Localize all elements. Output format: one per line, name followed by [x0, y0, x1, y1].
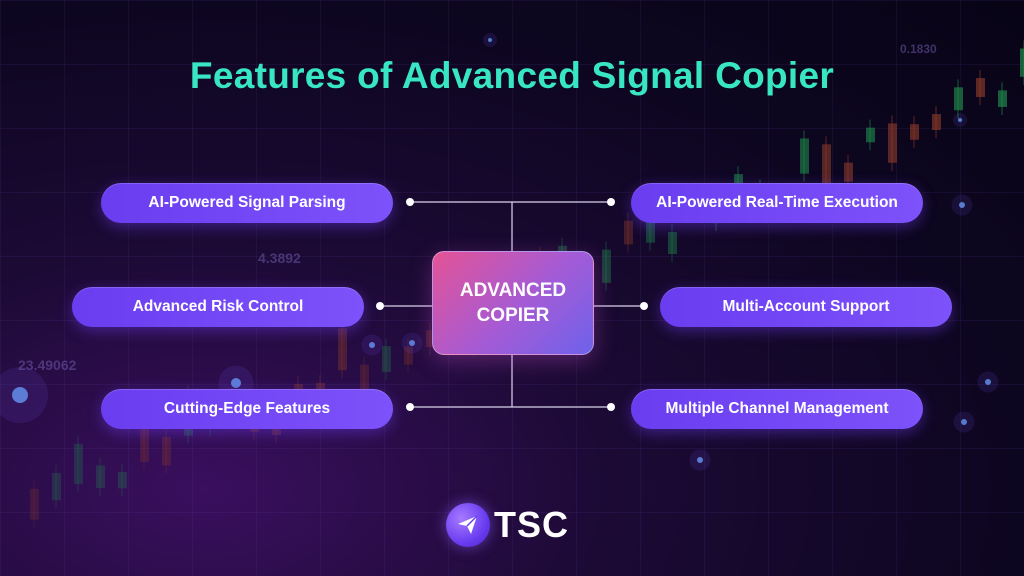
candle-body	[162, 436, 171, 466]
glow-dot	[231, 378, 241, 388]
feature-advanced-risk-control: Advanced Risk Control	[72, 287, 364, 327]
candle-body	[932, 114, 941, 131]
center-node-line1: ADVANCED	[459, 280, 567, 301]
glow-dot	[958, 118, 962, 122]
feature-cutting-edge: Cutting-Edge Features	[101, 389, 393, 429]
glow-halo	[0, 367, 48, 423]
connector-dot	[406, 403, 414, 411]
connector-dot	[406, 198, 414, 206]
candle-body	[668, 231, 677, 254]
candle-body	[954, 87, 963, 111]
glow-dot	[409, 340, 415, 346]
glow-dot	[12, 387, 28, 403]
candle-body	[888, 123, 897, 163]
candle-body	[30, 488, 39, 520]
candle-body	[426, 330, 435, 348]
connector-dot	[640, 302, 648, 310]
feature-multiple-channel-management: Multiple Channel Management	[631, 389, 923, 429]
glow-halo	[689, 449, 711, 471]
candle-body	[96, 465, 105, 488]
glow-halo	[401, 332, 423, 354]
connector-dot	[376, 302, 384, 310]
feature-ai-real-time-execution: AI-Powered Real-Time Execution	[631, 183, 923, 223]
candle-body	[866, 127, 875, 143]
candle-body	[998, 90, 1007, 107]
background-number: 0.1830	[900, 42, 937, 56]
glow-dot	[985, 379, 991, 385]
glow-dot	[959, 202, 965, 208]
feature-ai-signal-parsing: AI-Powered Signal Parsing	[101, 183, 393, 223]
paper-plane-icon	[446, 503, 490, 547]
candle-body	[382, 346, 391, 373]
glow-halo	[977, 371, 999, 393]
connector-dot	[607, 403, 615, 411]
candle-body	[360, 364, 369, 393]
glow-halo	[483, 33, 497, 47]
candle-body	[52, 472, 61, 501]
candle-body	[1020, 48, 1024, 77]
glow-dot	[697, 457, 703, 463]
feature-multi-account-support: Multi-Account Support	[660, 287, 952, 327]
tsc-logo: TSC	[446, 500, 576, 550]
candle-body	[800, 138, 809, 174]
glow-halo	[951, 194, 973, 216]
center-node-advanced-copier: ADVANCED COPIER	[432, 251, 594, 355]
glow-halo	[953, 113, 967, 127]
glow-dot	[369, 342, 375, 348]
candle-body	[822, 144, 831, 185]
candle-body	[624, 220, 633, 245]
candle-body	[844, 162, 853, 182]
candle-body	[140, 427, 149, 462]
background-number: 4.3892	[258, 250, 301, 266]
candle-body	[404, 346, 413, 365]
logo-text: TSC	[494, 504, 569, 545]
candle-body	[910, 124, 919, 140]
candle-body	[338, 328, 347, 371]
candle-body	[602, 249, 611, 283]
glow-halo	[361, 334, 383, 356]
glow-dot	[961, 419, 967, 425]
page-title: Features of Advanced Signal Copier	[189, 55, 835, 96]
candle-body	[74, 443, 83, 485]
center-node-line2: COPIER	[476, 305, 550, 326]
candle-body	[118, 472, 127, 489]
connector-dot	[607, 198, 615, 206]
candle-body	[646, 216, 655, 243]
candle-body	[976, 78, 985, 97]
glow-dot	[488, 38, 492, 42]
background-number: 23.49062	[18, 357, 77, 373]
glow-halo	[953, 411, 975, 433]
